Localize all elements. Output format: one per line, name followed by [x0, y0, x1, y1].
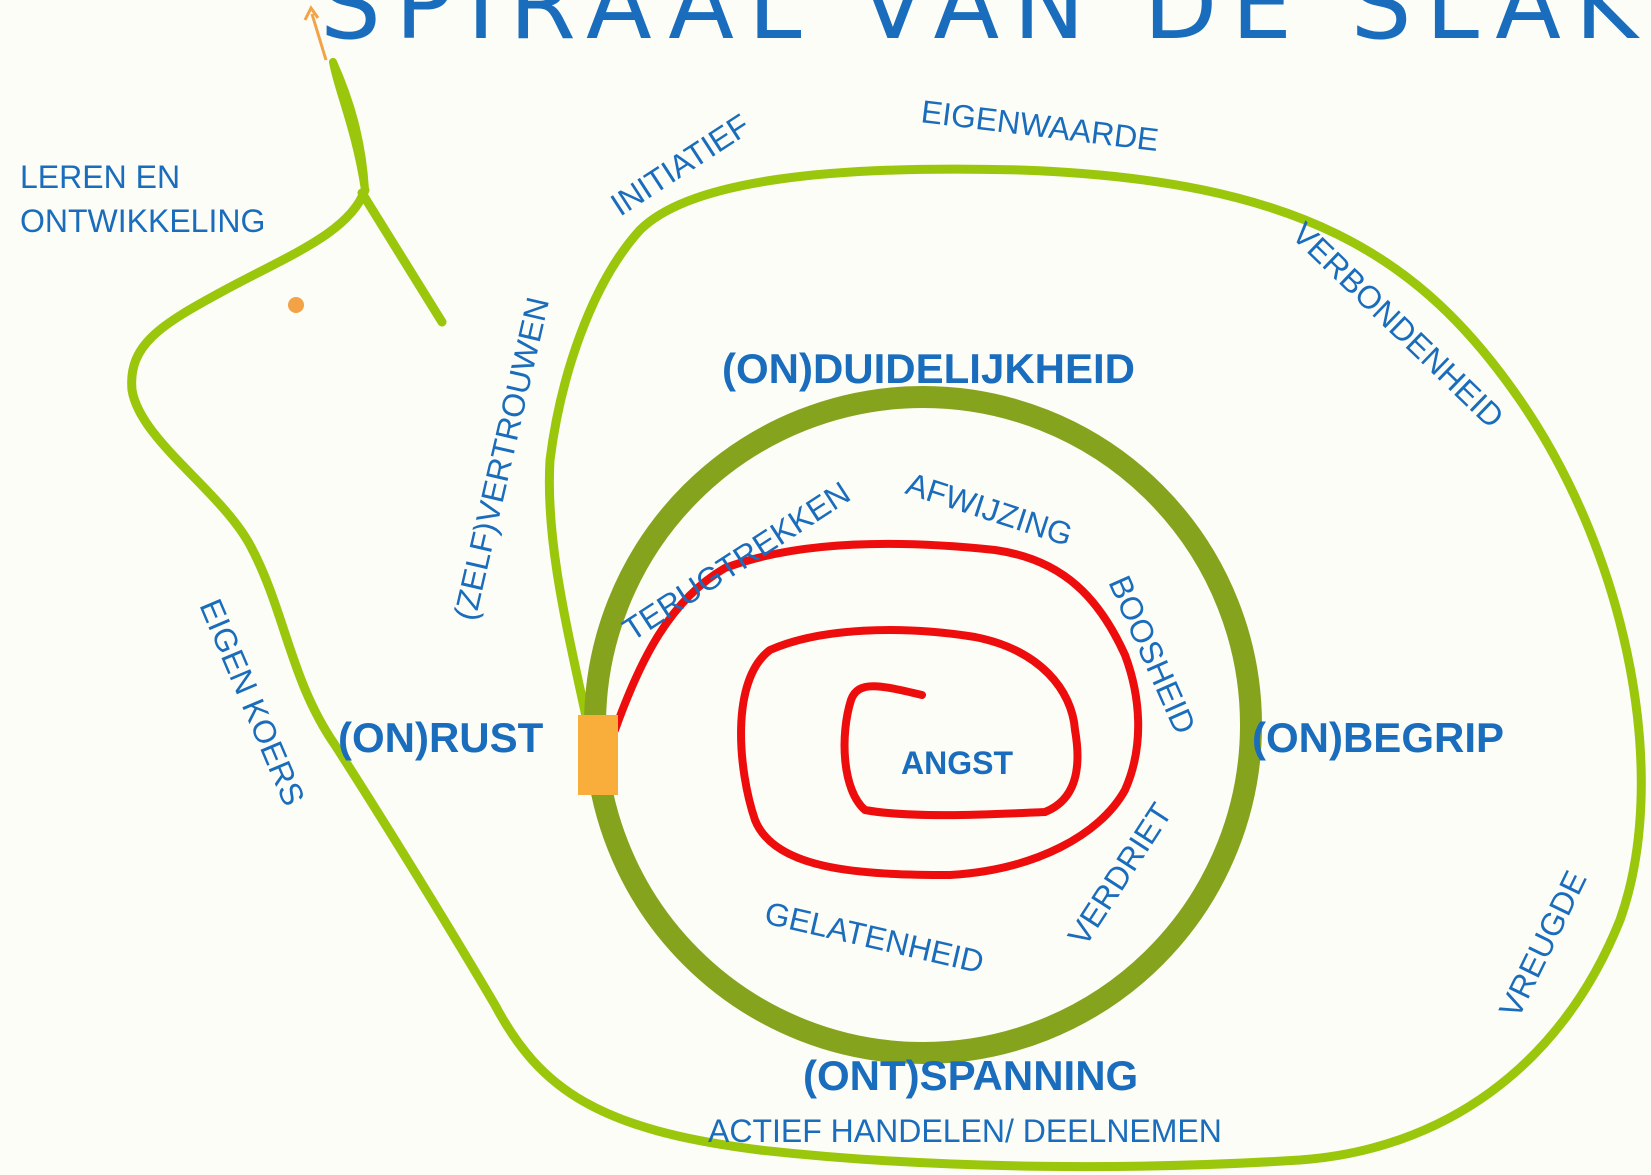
inner-spiral	[611, 539, 1143, 879]
label-verdriet: VERDRIET	[1061, 797, 1179, 952]
label-actief-handelen: ACTIEF HANDELEN/ DEELNEMEN	[708, 1113, 1222, 1149]
label-onbegrip: (ON)BEGRIP	[1252, 714, 1504, 761]
label-eigenwaarde: EIGENWAARDE	[919, 93, 1160, 158]
label-zelfvertrouwen: (ZELF)VERTROUWEN	[447, 294, 556, 624]
label-boosheid: BOOSHEID	[1102, 570, 1204, 739]
label-onduidelijkheid: (ON)DUIDELIJKHEID	[722, 345, 1135, 392]
label-terugtrekken: TERUGTREKKEN	[616, 474, 856, 648]
label-angst: ANGST	[901, 745, 1013, 781]
snail-body-outline	[127, 164, 1646, 1172]
label-onrust: (ON)RUST	[338, 714, 544, 761]
arrow-icon	[303, 5, 328, 61]
snail-eye	[288, 297, 304, 313]
label-leren-en: LEREN EN	[20, 159, 180, 195]
snail-antenna	[329, 58, 369, 194]
label-gelatenheid: GELATENHEID	[761, 895, 987, 980]
label-ontwikkeling: ONTWIKKELING	[20, 203, 265, 239]
label-ontspanning: (ONT)SPANNING	[803, 1052, 1138, 1099]
label-eigen-koers: EIGEN KOERS	[193, 594, 312, 811]
snail-antenna-stalk	[357, 188, 447, 327]
snail-body-block	[578, 715, 618, 795]
diagram-title: SPIRAAL VAN DE SLAK	[320, 0, 1651, 61]
label-verbondenheid: VERBONDENHEID	[1285, 215, 1511, 435]
label-afwijzing: AFWIJZING	[902, 465, 1077, 553]
